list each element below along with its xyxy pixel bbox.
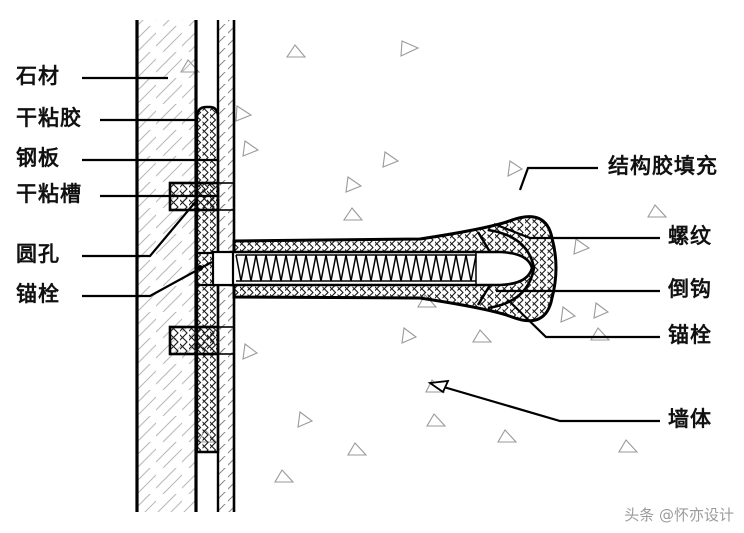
watermark: 头条 @怀亦设计 (624, 506, 734, 524)
thread-zigzag (235, 252, 477, 285)
label-barb-hook: 倒钩 (668, 277, 712, 301)
label-anchor-bolt-left: 锚栓 (16, 282, 60, 306)
label-dry-groove: 干粘槽 (16, 182, 82, 206)
label-dry-glue: 干粘胶 (16, 106, 82, 130)
leader-lines-right (427, 166, 660, 423)
label-round-hole: 圆孔 (16, 242, 60, 266)
dry-groove-lower (168, 325, 235, 356)
label-structural-adhesive: 结构胶填充 (608, 154, 718, 178)
stone-slab (135, 20, 198, 512)
label-wall-body: 墙体 (668, 407, 712, 431)
label-thread: 螺纹 (668, 224, 712, 248)
leader-lines-left (82, 76, 218, 298)
label-anchor-bolt-right: 锚栓 (668, 323, 712, 347)
label-stone: 石材 (16, 64, 60, 88)
label-steel-plate: 钢板 (16, 146, 60, 170)
